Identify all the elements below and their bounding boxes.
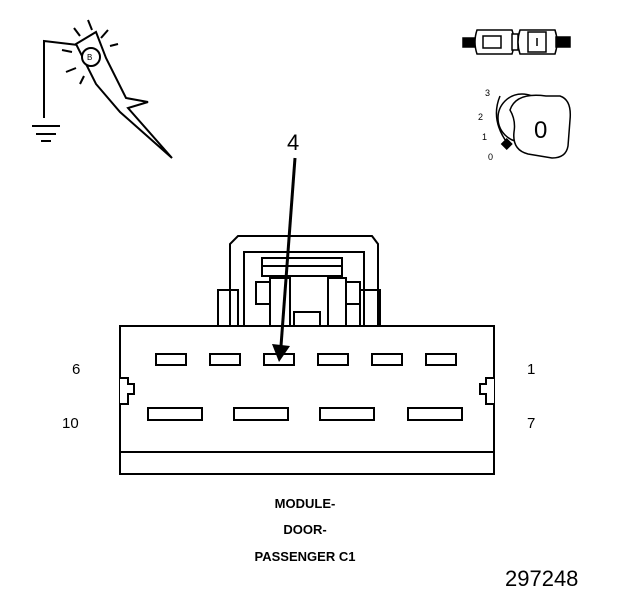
connector-disconnected-icon [462, 29, 571, 55]
pin-label-1: 1 [527, 361, 536, 378]
key-pos-0: 0 [488, 152, 493, 162]
cavity-pin-6 [155, 353, 187, 366]
key-pos-3: 3 [485, 88, 490, 98]
pin-label-6: 6 [72, 361, 81, 378]
cavity-pin-7 [407, 407, 463, 421]
callout-pin-number: 4 [287, 130, 300, 155]
connector-latch [217, 235, 381, 327]
caption-line-2: DOOR- [283, 522, 327, 537]
pin-label-10: 10 [62, 415, 79, 432]
cavity-pin-3 [317, 353, 349, 366]
pin-label-7: 7 [527, 415, 536, 432]
cavity-pin-8 [319, 407, 375, 421]
connector-body [119, 325, 495, 475]
figure-number: 297248 [505, 566, 579, 591]
test-probe-icon: B [32, 19, 173, 159]
cavity-pin-2 [371, 353, 403, 366]
key-pos-1: 1 [482, 132, 487, 142]
cavity-pin-5 [209, 353, 241, 366]
probe-label: B [87, 53, 92, 62]
key-label: 0 [534, 117, 547, 144]
callout-arrow [272, 157, 297, 362]
key-pos-2: 2 [478, 112, 483, 122]
cavity-row-bottom [147, 407, 463, 421]
caption-line-1: MODULE- [274, 496, 336, 511]
cavity-pin-1 [425, 353, 457, 366]
cavity-pin-10 [147, 407, 203, 421]
cavity-pin-9 [233, 407, 289, 421]
caption-line-3: PASSENGER C1 [254, 549, 356, 564]
ignition-key-icon: 3 2 1 0 0 [478, 88, 572, 162]
